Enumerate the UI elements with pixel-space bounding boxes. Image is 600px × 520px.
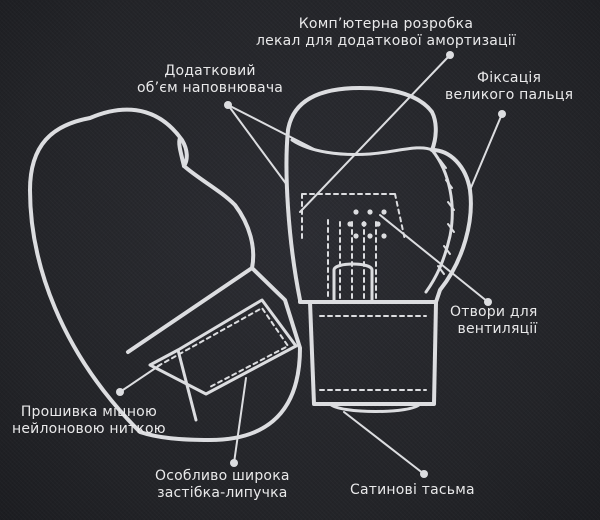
callout-extra-volume-line-1: Додатковий [164,63,256,79]
left-glove-strap-edge [176,348,198,422]
callout-thumb-fixation-line-1: Фіксація [477,70,542,86]
right-glove-illustration [284,86,473,413]
left-glove-illustration [28,107,302,442]
right-glove-grip-stitching [327,219,377,299]
right-glove-thumb [424,148,454,294]
ventilation-holes [347,209,387,239]
callout-extra-volume: Додатковий об’єм наповнювача [137,63,283,97]
left-glove-cuff-seam [126,266,254,354]
right-glove-cuff-stitching [319,315,427,391]
callout-thumb-fixation: Фіксація великого пальця [445,70,573,104]
left-glove-strap-stitching [157,307,289,389]
callout-wide-velcro-line-2: застібка-липучка [157,485,288,501]
callout-extra-volume-line-2: об’єм наповнювача [137,80,284,96]
callout-satin-tape-line-1: Сатинові тасьма [350,482,475,498]
callout-satin-tape: Сатинові тасьма [350,482,475,499]
callout-computer-design-line-2: лекал для додаткової амортизації [256,33,516,49]
right-glove-knuckle-cap [290,138,434,156]
right-glove-thumb-lace [437,159,455,275]
left-glove-thumb-crease [177,136,186,168]
callout-wide-velcro: Особливо широка застібка-липучка [155,468,290,502]
right-glove-palm-padding [301,193,406,241]
callout-stitching-line-2: нейлоновою ниткою [12,421,166,437]
right-glove-outline [284,86,473,304]
right-glove-cuff [308,300,438,406]
callout-thumb-fixation-line-2: великого пальця [445,87,574,103]
callout-stitching: Прошивка міцною нейлоновою ниткою [12,404,166,438]
callout-wide-velcro-line-1: Особливо широка [155,468,290,484]
leader-end-dots [116,51,506,478]
right-glove-grip-bar [332,262,374,302]
leader-lines [119,54,503,475]
callout-computer-design: Комп’ютерна розробка лекал для додатково… [256,16,516,50]
callout-vent-holes-line-1: Отвори для [450,304,538,320]
left-glove-velcro-strap [148,298,298,396]
callout-stitching-line-1: Прошивка міцною [20,404,157,420]
right-glove-cuff-rim [328,402,422,413]
left-glove-outline [28,107,302,442]
callout-vent-holes-line-2: вентиляції [457,321,538,337]
callout-vent-holes: Отвори для вентиляції [450,304,537,338]
callout-computer-design-line-1: Комп’ютерна розробка [298,16,474,32]
